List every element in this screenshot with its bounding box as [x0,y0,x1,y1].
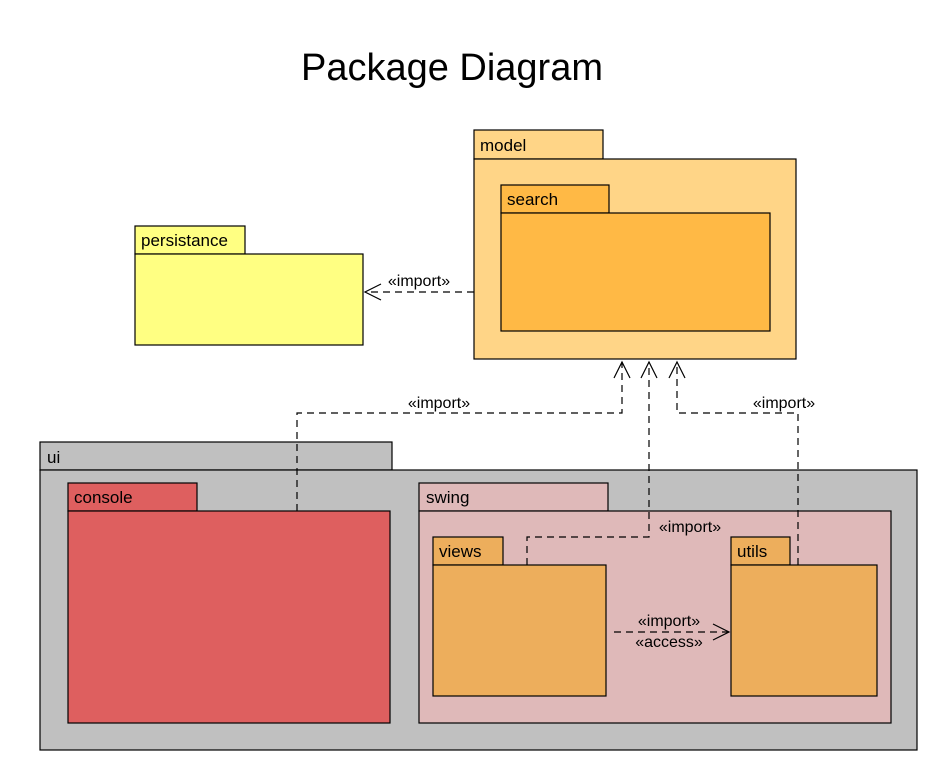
package-views-body [432,564,607,697]
package-utils-body [730,564,878,697]
package-search-label: search [507,190,558,209]
dependency-label: «import» [388,273,450,290]
package-views[interactable]: views [432,536,607,697]
package-persistance-tab [134,225,246,255]
dependency-label: «import» [408,395,470,412]
package-persistance-body [134,253,364,346]
dependency-label: «import» [638,613,700,630]
package-console[interactable]: console [67,482,391,724]
dependency-label: «import» [753,395,815,412]
package-search-body [500,212,771,332]
dependency-console-model: «import» [296,360,631,511]
dependency-label: «access» [635,634,703,651]
dependency-utils-model: «import» [668,360,815,565]
package-console-tab [67,482,198,512]
package-ui-label: ui [47,448,60,467]
package-swing-label: swing [426,488,469,507]
package-console-label: console [74,488,133,507]
package-search[interactable]: search [500,184,771,332]
package-persistance[interactable]: persistance [134,225,364,346]
arrowhead-icon [712,623,731,641]
package-swing-tab [418,482,609,512]
package-utils-label: utils [737,542,767,561]
package-views-label: views [439,542,482,561]
arrowhead-icon [640,360,658,379]
dependency-label: «import» [659,519,721,536]
arrowhead-icon [668,360,686,379]
package-ui-tab [39,441,393,471]
package-model-label: model [480,136,526,155]
diagram-title: Package Diagram [301,47,603,89]
package-persistance-label: persistance [141,231,228,250]
package-views-tab [432,536,504,566]
package-console-body [67,510,391,724]
package-utils[interactable]: utils [730,536,878,697]
dependency-views-utils: «import» «access» [614,613,731,651]
arrowhead-icon [363,283,382,301]
dependency-model-persistance: «import» [363,273,474,301]
arrowhead-icon [613,360,631,379]
package-model-tab [473,129,604,160]
package-utils-tab [730,536,791,566]
dependency-views-model: «import» [526,360,721,565]
package-search-tab [500,184,610,214]
